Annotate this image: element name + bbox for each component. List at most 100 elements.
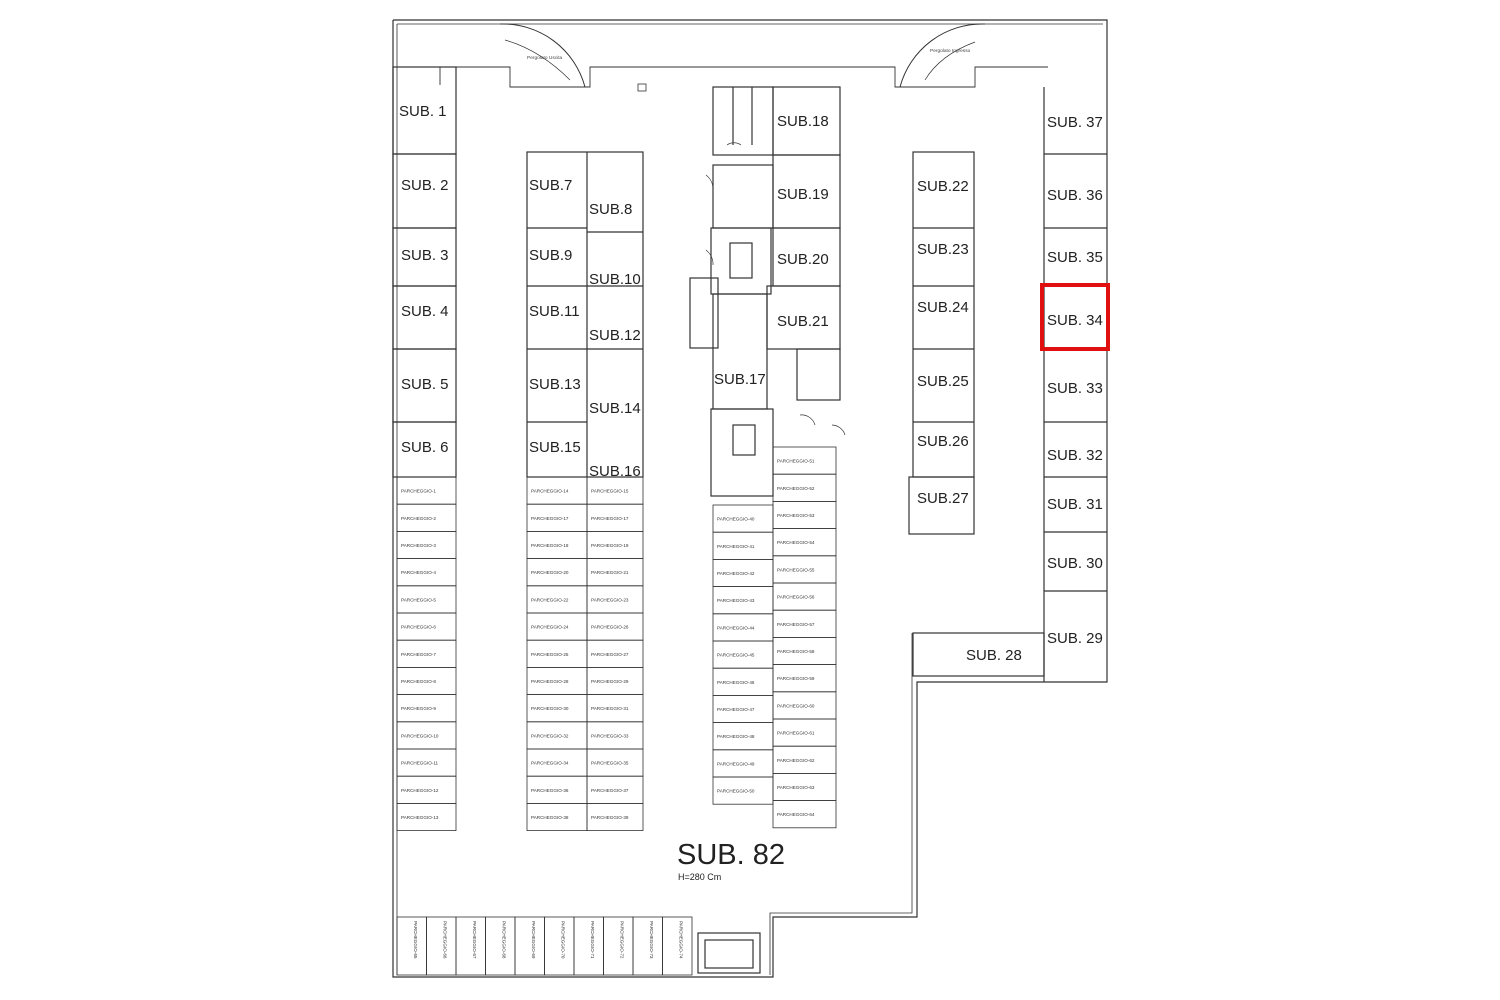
parking-stall-label: PARCHEGGIO-68 — [501, 921, 506, 959]
unit-label-sub11: SUB.11 — [529, 303, 580, 320]
parking-stall-label: PARCHEGGIO-70 — [560, 921, 565, 959]
parking-stall-label: PARCHEGGIO-34 — [531, 761, 569, 766]
unit-label-sub33: SUB. 33 — [1047, 380, 1103, 397]
parking-stall — [632, 916, 663, 976]
parking-stall — [586, 803, 644, 832]
unit-label-sub31: SUB. 31 — [1047, 496, 1103, 513]
parking-stall-label: PARCHEGGIO-56 — [777, 595, 815, 600]
parking-stall-label: PARCHEGGIO-55 — [777, 567, 815, 572]
parking-stall-label: PARCHEGGIO-65 — [413, 921, 418, 959]
parking-stall-label: PARCHEGGIO-64 — [777, 812, 815, 817]
parking-stall-label: PARCHEGGIO-4 — [401, 570, 436, 575]
parking-stall — [544, 916, 575, 976]
parking-stall-label: PARCHEGGIO-2 — [401, 516, 436, 521]
parking-stall-label: PARCHEGGIO-19 — [591, 543, 629, 548]
parking-stall-label: PARCHEGGIO-48 — [717, 734, 755, 739]
parking-stall — [772, 800, 837, 829]
parking-stall-label: PARCHEGGIO-17 — [531, 516, 569, 521]
unit-label-sub4: SUB. 4 — [401, 303, 449, 320]
parking-stall-label: PARCHEGGIO-62 — [777, 758, 815, 763]
unit-label-sub27: SUB.27 — [917, 490, 969, 507]
parking-stall-label: PARCHEGGIO-60 — [777, 703, 815, 708]
parking-stall-label: PARCHEGGIO-41 — [717, 544, 755, 549]
parking-stall-label: PARCHEGGIO-18 — [531, 543, 569, 548]
parking-stall — [485, 916, 516, 976]
parking-stall-label: PARCHEGGIO-66 — [442, 921, 447, 959]
center-right-units — [908, 151, 975, 535]
center-left-units — [526, 151, 644, 478]
unit-label-sub21: SUB.21 — [777, 313, 829, 330]
parking-stall-label: PARCHEGGIO-24 — [531, 625, 569, 630]
parking-stall-label: PARCHEGGIO-5 — [401, 597, 436, 602]
parking-stall-label: PARCHEGGIO-43 — [717, 598, 755, 603]
parking-stall-label: PARCHEGGIO-42 — [717, 571, 755, 576]
parking-stall — [396, 916, 427, 976]
parking-stall-label: PARCHEGGIO-40 — [717, 517, 755, 522]
parking-stall-label: PARCHEGGIO-21 — [591, 570, 629, 575]
unit-label-sub36: SUB. 36 — [1047, 187, 1103, 204]
parking-stall-label: PARCHEGGIO-11 — [401, 761, 439, 766]
unit-label-sub1: SUB. 1 — [399, 103, 447, 120]
parking-stall — [396, 803, 457, 832]
central-core — [689, 86, 846, 497]
unit-label-sub37: SUB. 37 — [1047, 114, 1103, 131]
parking-stall-label: PARCHEGGIO-69 — [531, 921, 536, 959]
unit-label-sub20: SUB.20 — [777, 251, 829, 268]
parking-stall-label: PARCHEGGIO-35 — [591, 761, 629, 766]
parking-stall-label: PARCHEGGIO-73 — [649, 921, 654, 959]
unit-label-sub18: SUB.18 — [777, 113, 829, 130]
parking-stall — [662, 916, 693, 976]
parking-stall — [514, 916, 545, 976]
parking-stall-label: PARCHEGGIO-49 — [717, 761, 755, 766]
parking-stall-label: PARCHEGGIO-31 — [591, 706, 629, 711]
unit-label-sub29: SUB. 29 — [1047, 630, 1103, 647]
parking-stall-label: PARCHEGGIO-71 — [590, 921, 595, 959]
parking-stall-label: PARCHEGGIO-29 — [591, 679, 629, 684]
parking-stall-label: PARCHEGGIO-45 — [717, 653, 755, 658]
parking-stall-label: PARCHEGGIO-28 — [531, 679, 569, 684]
unit-label-sub30: SUB. 30 — [1047, 555, 1103, 572]
parking-stall-label: PARCHEGGIO-26 — [591, 625, 629, 630]
parking-stall-label: PARCHEGGIO-50 — [717, 789, 755, 794]
parking-stall-label: PARCHEGGIO-37 — [591, 788, 629, 793]
parking-stall-label: PARCHEGGIO-58 — [777, 649, 815, 654]
parking-stall-label: PARCHEGGIO-44 — [717, 625, 755, 630]
parking-stall-label: PARCHEGGIO-13 — [401, 815, 439, 820]
parking-stall-label: PARCHEGGIO-61 — [777, 731, 815, 736]
parking-stall-label: PARCHEGGIO-39 — [591, 815, 629, 820]
parking-stall — [603, 916, 634, 976]
unit-label-sub6: SUB. 6 — [401, 439, 449, 456]
parking-stall-label: PARCHEGGIO-9 — [401, 706, 436, 711]
parking-stall-label: PARCHEGGIO-7 — [401, 652, 436, 657]
parking-stall-label: PARCHEGGIO-12 — [401, 788, 439, 793]
unit-label-sub7: SUB.7 — [529, 177, 572, 194]
parking-stall-label: PARCHEGGIO-17 — [591, 516, 629, 521]
parking-stall-label: PARCHEGGIO-25 — [531, 652, 569, 657]
plan-subtitle: H=280 Cm — [678, 872, 721, 882]
parking-stall-label: PARCHEGGIO-74 — [678, 921, 683, 959]
parking-stall-label: PARCHEGGIO-20 — [531, 570, 569, 575]
parking-stall-label: PARCHEGGIO-67 — [472, 921, 477, 959]
parking-stall-label: PARCHEGGIO-6 — [401, 625, 436, 630]
unit-label-sub19: SUB.19 — [777, 186, 829, 203]
unit-label-sub34: SUB. 34 — [1047, 312, 1103, 329]
parking-stall-label: PARCHEGGIO-72 — [619, 921, 624, 959]
unit-label-sub8: SUB.8 — [589, 201, 632, 218]
parking-stall-label: PARCHEGGIO-10 — [401, 733, 439, 738]
unit-label-sub14: SUB.14 — [589, 400, 641, 417]
unit-label-sub17: SUB.17 — [714, 371, 766, 388]
unit-label-sub12: SUB.12 — [589, 327, 641, 344]
parking-stall-label: PARCHEGGIO-54 — [777, 540, 815, 545]
parking-stall-label: PARCHEGGIO-23 — [591, 597, 629, 602]
left-units — [392, 66, 457, 478]
parking-stall — [426, 916, 457, 976]
parking-stall — [455, 916, 486, 976]
unit-label-sub10: SUB.10 — [589, 271, 641, 288]
parking-stall-label: PARCHEGGIO-38 — [531, 815, 569, 820]
parking-stall-label: PARCHEGGIO-36 — [531, 788, 569, 793]
plan-title: SUB. 82 — [677, 839, 785, 871]
parking-stall-label: PARCHEGGIO-59 — [777, 676, 815, 681]
parking-stall-label: PARCHEGGIO-22 — [531, 597, 569, 602]
unit-label-sub13: SUB.13 — [529, 376, 581, 393]
